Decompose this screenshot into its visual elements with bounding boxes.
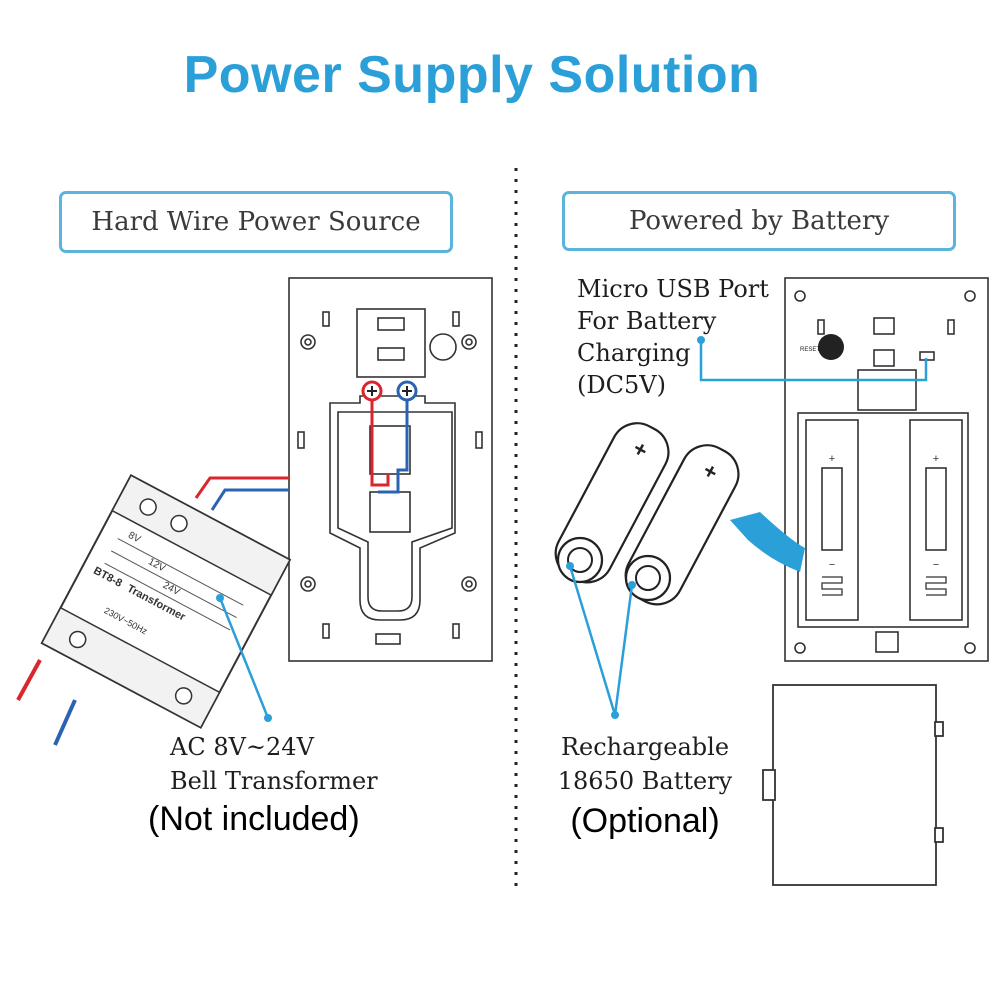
red-wire-plate <box>370 400 390 487</box>
blue-wire <box>210 488 289 511</box>
battery-heading-text: Powered by Battery <box>628 206 890 236</box>
doorbell-mount-plate <box>288 277 493 662</box>
usb-port-label: Micro USB Port For Battery Charging (DC5… <box>577 273 769 401</box>
transformer-not-included-note: (Not included) <box>148 800 360 838</box>
transformer-label-line-1: AC 8V~24V <box>170 733 314 761</box>
svg-text:+: + <box>829 453 835 465</box>
svg-text:RESET: RESET <box>800 347 820 353</box>
usb-label-line-1: Micro USB Port <box>577 275 769 303</box>
usb-label-line-3: Charging <box>577 339 691 367</box>
page-title: Power Supply Solution <box>183 46 761 104</box>
doorbell-battery-housing <box>784 277 989 662</box>
battery-callout-line <box>568 565 634 716</box>
usb-label-line-4: (DC5V) <box>577 371 666 399</box>
battery-label: Rechargeable 18650 Battery <box>545 730 745 798</box>
battery-label-line-1: Rechargeable <box>560 733 730 761</box>
transformer-label: AC 8V~24V Bell Transformer <box>170 730 378 798</box>
hard-wire-heading: Hard Wire Power Source <box>59 191 453 253</box>
reset-button <box>818 334 844 360</box>
usb-label-line-2: For Battery <box>577 307 717 335</box>
svg-text:−: − <box>933 559 939 571</box>
transformer-callout-line <box>218 597 270 719</box>
battery-cover <box>762 684 944 886</box>
battery-optional-note: (Optional) <box>570 802 720 840</box>
mains-red-wire <box>16 659 42 701</box>
transformer-label-line-2: Bell Transformer <box>170 767 378 795</box>
mains-blue-wire <box>53 699 77 746</box>
hard-wire-heading-text: Hard Wire Power Source <box>91 207 421 237</box>
battery-ribbon <box>730 512 805 572</box>
blue-wire-plate <box>378 400 409 494</box>
red-wire <box>194 476 289 499</box>
battery-heading: Powered by Battery <box>562 191 956 251</box>
svg-text:8V: 8V <box>126 530 142 546</box>
bell-transformer: BT8-8 Transformer 8V 12V 24V 230V~50Hz <box>40 473 292 729</box>
svg-text:+: + <box>933 453 939 465</box>
usb-callout-line <box>699 340 928 382</box>
svg-text:−: − <box>829 559 835 571</box>
battery-label-line-2: 18650 Battery <box>557 767 733 795</box>
